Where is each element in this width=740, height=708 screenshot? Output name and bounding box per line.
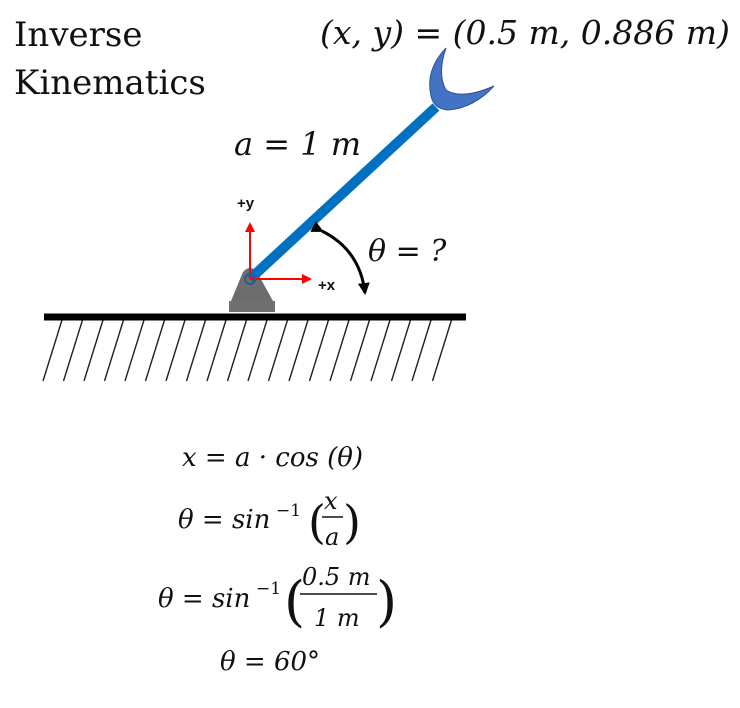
equation-3-exponent: −1 — [256, 579, 281, 599]
hatch-line — [349, 319, 371, 382]
link-length-label: a = 1 m — [234, 125, 361, 163]
hatch-line — [329, 319, 350, 382]
hatch-line — [62, 319, 84, 382]
angle-label: θ = ? — [368, 234, 447, 269]
hatch-line — [226, 319, 248, 382]
ground-hatching — [42, 319, 453, 382]
hatch-line — [288, 319, 309, 382]
hatch-line — [103, 319, 125, 382]
equation-3-open-paren: ( — [284, 570, 305, 633]
hatch-line — [431, 319, 453, 382]
hatch-line — [267, 319, 289, 382]
target-coordinates-label: (x, y) = (0.5 m, 0.886 m) — [320, 13, 730, 52]
equation-2-denominator: a — [325, 523, 339, 551]
hatch-line — [370, 319, 391, 382]
title-line-1: Inverse — [14, 15, 143, 55]
base-foot — [229, 301, 275, 312]
hatch-line — [42, 319, 63, 382]
equation-2-exponent: −1 — [276, 501, 301, 521]
equation-3-numerator: 0.5 m — [302, 563, 371, 591]
hatch-line — [144, 319, 166, 382]
robot-link — [246, 103, 440, 283]
hatch-line — [185, 319, 207, 382]
equation-3: θ = sin −1 ( 0.5 m 1 m ) — [158, 563, 397, 633]
equation-2: θ = sin −1 ( x a ) — [178, 487, 361, 551]
equation-3-lhs: θ = sin — [158, 584, 250, 614]
equation-2-numerator: x — [324, 487, 338, 515]
hatch-line — [411, 319, 432, 382]
hatch-line — [247, 319, 268, 382]
equation-3-denominator: 1 m — [314, 604, 360, 632]
equation-2-close-paren: ) — [343, 495, 361, 549]
pivot-joint — [244, 273, 256, 285]
angle-arc-arrow — [310, 221, 370, 295]
equation-2-open-paren: ( — [308, 495, 326, 549]
equation-1: x = a · cos (θ) — [182, 443, 363, 473]
end-effector-gripper — [429, 47, 495, 111]
x-axis-label: +x — [318, 277, 336, 294]
hatch-line — [165, 319, 186, 382]
y-axis-label: +y — [237, 195, 255, 212]
hatch-line — [390, 319, 412, 382]
hatch-line — [83, 319, 104, 382]
hatch-line — [308, 319, 330, 382]
hatch-line — [124, 319, 145, 382]
title-line-2: Kinematics — [14, 63, 206, 103]
equation-4: θ = 60° — [220, 647, 320, 677]
hatch-line — [206, 319, 227, 382]
equation-3-close-paren: ) — [376, 570, 397, 633]
equation-2-lhs: θ = sin — [178, 505, 270, 535]
